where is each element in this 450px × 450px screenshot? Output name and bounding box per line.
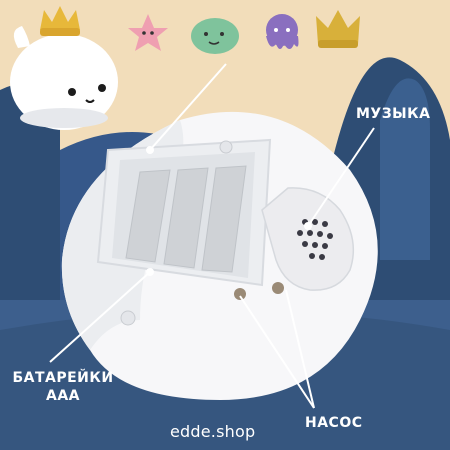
pointer-lines (49, 63, 375, 409)
pump-hole (234, 288, 246, 300)
battery (201, 165, 247, 273)
batteries-label: БАТАРЕЙКИ ААА (4, 369, 122, 405)
speaker-grille (261, 187, 355, 291)
batteries-label-line1: БАТАРЕЙКИ (12, 370, 114, 386)
screw-bottom (120, 310, 136, 326)
battery (125, 169, 171, 263)
battery (163, 167, 209, 269)
crown-figure-icon (316, 10, 360, 48)
batteries-label-line2: ААА (45, 388, 80, 404)
battery-compartment (96, 138, 272, 326)
starfish-figure-icon (128, 14, 168, 51)
octopus-figure-icon (266, 14, 299, 49)
whale-toy (10, 6, 118, 130)
turtle-figure-icon (191, 18, 239, 54)
background-blue-right-inner (380, 78, 430, 260)
shop-watermark: edde.shop (170, 422, 256, 441)
screw-top (219, 140, 233, 154)
pump-label: НАСОС (305, 415, 363, 431)
pump-hole (272, 282, 284, 294)
music-label: МУЗЫКА (356, 106, 431, 122)
